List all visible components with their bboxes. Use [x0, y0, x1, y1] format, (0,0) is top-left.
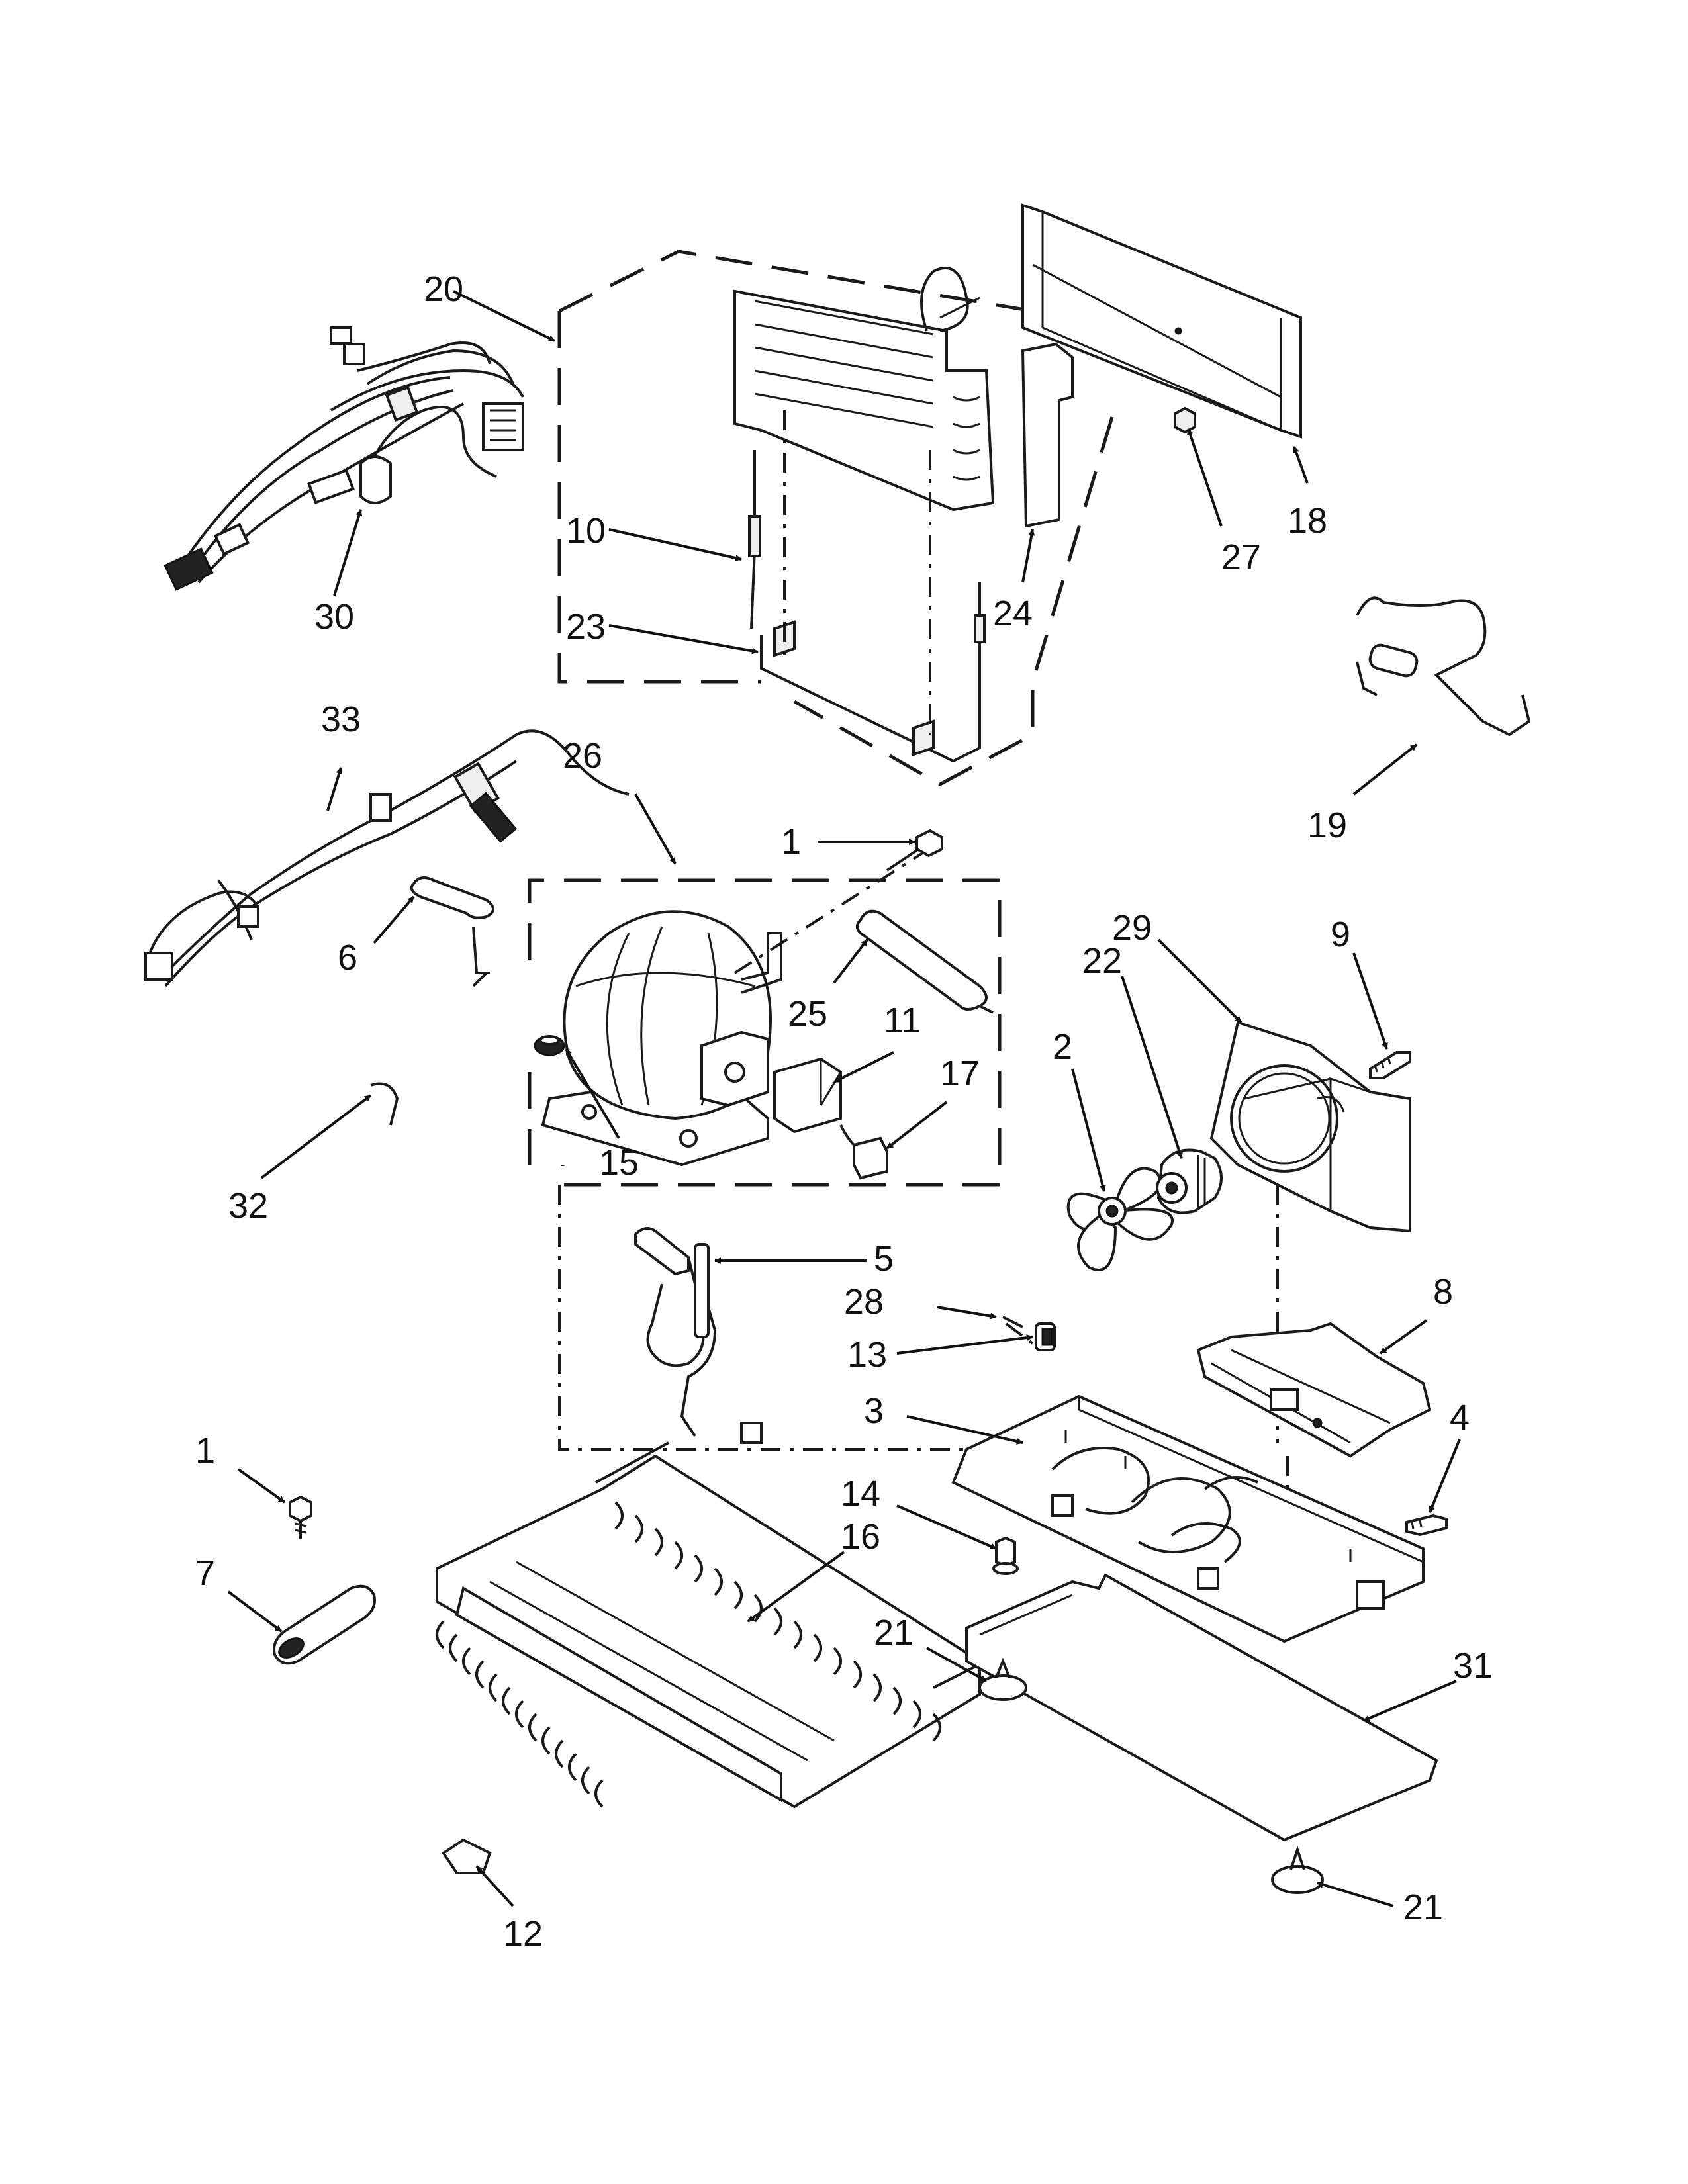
- callout-33: 33: [321, 700, 361, 739]
- callout-15: 15: [599, 1143, 639, 1183]
- valve-part-19: [1356, 596, 1531, 737]
- drier-part-25: [856, 909, 994, 1014]
- clip-part-32: [370, 1082, 399, 1126]
- overload-part-17: [839, 1124, 888, 1180]
- clip-part-6: [410, 876, 494, 919]
- callout-16: 16: [841, 1517, 880, 1557]
- callout-26: 26: [563, 736, 602, 776]
- callout-4: 4: [1450, 1398, 1470, 1437]
- callout-20: 20: [424, 269, 463, 309]
- callout-27: 27: [1221, 537, 1261, 577]
- tube-part-7: [273, 1584, 376, 1665]
- defrost-sensor: [748, 450, 986, 643]
- screw-part-1-bottom: [289, 1495, 312, 1539]
- relay-part-11: [773, 1057, 842, 1134]
- clip-part-12: [442, 1838, 492, 1874]
- callout-7: 7: [195, 1553, 215, 1593]
- callout-6: 6: [338, 938, 357, 978]
- callout-30: 30: [314, 597, 354, 637]
- grommet-part-13: [1035, 1322, 1056, 1351]
- spring-part-28: [1002, 1316, 1023, 1328]
- fan-blade-part-2: [1066, 1167, 1174, 1271]
- drain-tube-part-5: [634, 1227, 763, 1444]
- callout-22: 22: [1082, 941, 1122, 981]
- compressor: [541, 910, 782, 1167]
- callout-18: 18: [1288, 501, 1327, 541]
- callout-19: 19: [1307, 805, 1347, 845]
- screw-part-9: [1369, 1051, 1411, 1079]
- callout-9: 9: [1331, 915, 1350, 954]
- screw-part-14: [992, 1536, 1019, 1575]
- leveling-foot-upper: [978, 1657, 1027, 1701]
- condenser-part-16: [436, 1441, 987, 1809]
- callout-28: 28: [844, 1282, 884, 1322]
- callout-5: 5: [874, 1239, 894, 1279]
- callout-11: 11: [884, 1001, 921, 1040]
- callout-12: 12: [503, 1914, 543, 1954]
- base-pan-part-3: [951, 1394, 1425, 1643]
- grommet-part-15: [534, 1035, 565, 1056]
- callout-13: 13: [847, 1335, 887, 1375]
- bracket-part-24: [1021, 342, 1074, 528]
- evaporator-coil: [733, 267, 995, 512]
- callout-25: 25: [788, 994, 827, 1034]
- callout-8: 8: [1433, 1272, 1453, 1312]
- callout-29: 29: [1112, 908, 1152, 948]
- callout-1-top: 1: [781, 822, 801, 862]
- clip-part-27: [1174, 406, 1196, 434]
- evaporator-cover: [1021, 203, 1302, 439]
- fan-bracket-part-8: [1196, 1322, 1432, 1458]
- callout-32: 32: [228, 1186, 268, 1226]
- screw-part-1-top: [886, 829, 943, 872]
- evaporator-assembly-group: [557, 250, 1114, 786]
- compressor-group: [472, 849, 1002, 1187]
- callout-2: 2: [1053, 1027, 1072, 1067]
- wire-harness: [144, 729, 630, 987]
- callout-24: 24: [993, 594, 1033, 633]
- callout-14: 14: [841, 1474, 880, 1514]
- callout-23: 23: [566, 607, 606, 647]
- fan-shroud-part-29: [1209, 1021, 1411, 1233]
- cover-panel-part-31: [965, 1573, 1438, 1842]
- callout-labels: 20 30 10 23 24 27 18 19 33 26 1 6 25 11 …: [195, 269, 1493, 1954]
- power-cord-harness: [164, 326, 524, 591]
- callout-21-lower: 21: [1403, 1888, 1443, 1927]
- callout-1-bottom: 1: [195, 1431, 215, 1471]
- callout-10: 10: [566, 511, 606, 551]
- callout-3: 3: [864, 1391, 884, 1431]
- callout-21-upper: 21: [874, 1613, 914, 1653]
- leader-lines: [227, 290, 1461, 1907]
- fan-motor-part-22: [1156, 1148, 1223, 1214]
- leveling-foot-lower: [1271, 1845, 1324, 1894]
- screw-part-4: [1405, 1514, 1448, 1537]
- defrost-heater: [760, 596, 981, 763]
- callout-31: 31: [1453, 1646, 1493, 1686]
- callout-17: 17: [940, 1054, 980, 1093]
